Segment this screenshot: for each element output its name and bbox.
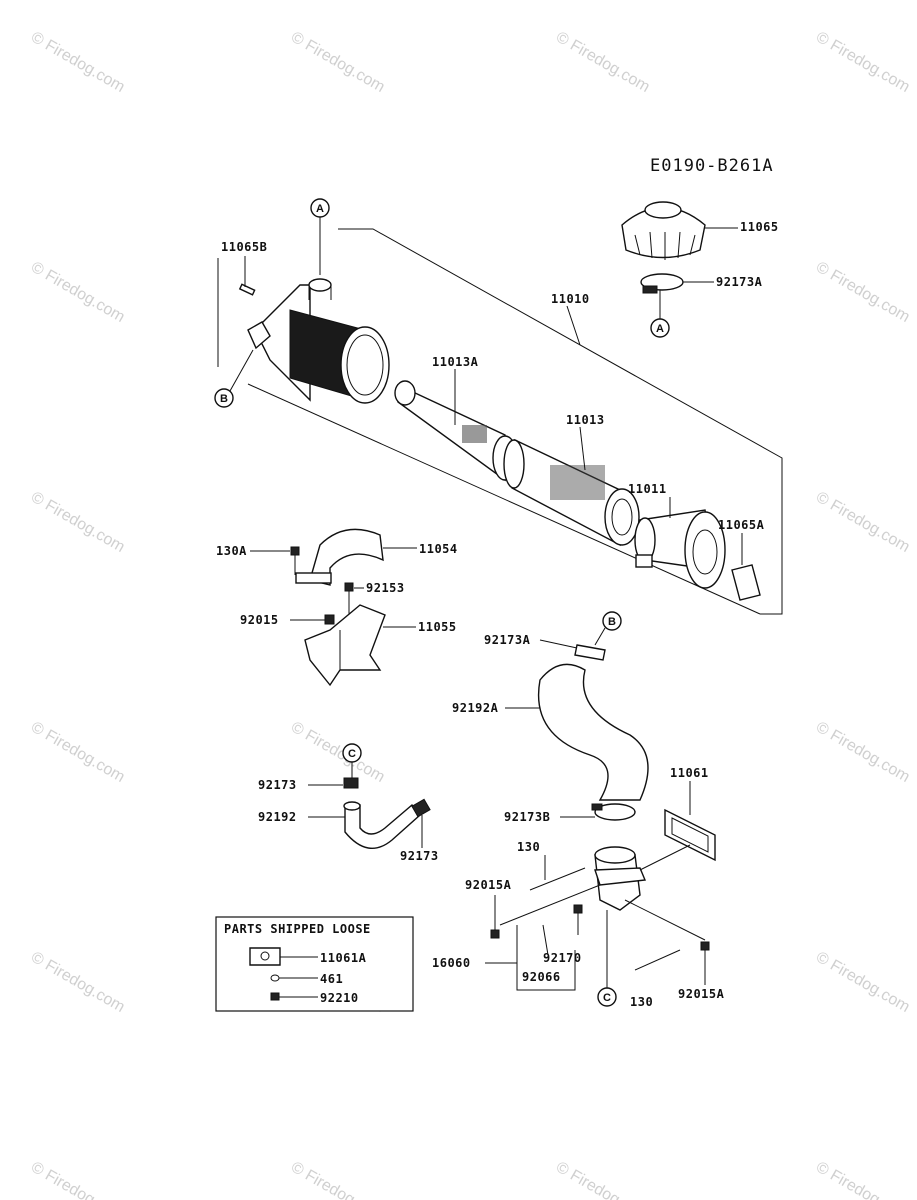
intake-manifold <box>594 846 647 911</box>
watermark: © Firedog.com <box>813 29 913 96</box>
part-label-11065: 11065 <box>740 220 779 234</box>
leader-line <box>499 884 601 926</box>
bolt-icon <box>290 546 300 575</box>
pin-icon <box>542 924 549 956</box>
watermark: © Firedog.com <box>28 949 128 1016</box>
part-label-11065a: 11065A <box>718 518 765 532</box>
part-label-92173-low: 92173 <box>400 849 439 863</box>
nut-icon <box>324 614 335 625</box>
leader-line <box>639 844 691 871</box>
watermark: © Firedog.com <box>813 489 913 556</box>
part-label-130: 130 <box>517 840 540 854</box>
outer-filter-element <box>503 438 640 547</box>
watermark: © Firedog.com <box>813 719 913 786</box>
diagram-code: E0190-B261A <box>650 156 774 176</box>
washer-icon <box>270 974 280 982</box>
watermark: © Firedog.com <box>28 1159 128 1200</box>
long-stud <box>634 949 681 971</box>
watermark: © Firedog.com <box>28 719 128 786</box>
air-cleaner-housing <box>238 278 390 404</box>
part-label-92015a-right: 92015A <box>678 987 725 1001</box>
callout-c-label: C <box>603 992 611 1004</box>
callout-a-label: A <box>656 323 664 335</box>
gasket <box>664 808 716 862</box>
part-label-92173a-mid: 92173A <box>484 633 531 647</box>
leader-line <box>485 950 576 991</box>
part-label-11061: 11061 <box>670 766 709 780</box>
bracket-strap <box>295 528 384 586</box>
watermark: © Firedog.com <box>288 1159 388 1200</box>
callout-b-circle <box>602 611 622 631</box>
evacuator-valve <box>731 564 761 601</box>
part-label-92170: 92170 <box>543 951 582 965</box>
loose-item-461: 461 <box>320 972 343 986</box>
hose-clamp-mid <box>574 644 606 661</box>
parts-shipped-loose-box: PARTS SHIPPED LOOSE 11061A 461 92210 <box>215 916 414 1012</box>
part-label-130-low: 130 <box>630 995 653 1009</box>
watermark: © Firedog.com <box>28 259 128 326</box>
hose-clamp-top <box>640 273 684 294</box>
assembly-outline-bottom <box>247 383 761 615</box>
part-label-92066: 92066 <box>522 970 561 984</box>
part-label-130a: 130A <box>216 544 247 558</box>
part-label-11013: 11013 <box>566 413 605 427</box>
watermark: © Firedog.com <box>28 489 128 556</box>
bracket-mount <box>304 604 386 687</box>
part-label-11065b: 11065B <box>221 240 267 254</box>
watermark: © Firedog.com <box>28 29 128 96</box>
watermark: © Firedog.com <box>553 1159 653 1200</box>
callout-b-label: B <box>220 393 228 405</box>
watermark: © Firedog.com <box>288 29 388 96</box>
callout-a-label: A <box>316 203 324 215</box>
part-label-92192: 92192 <box>258 810 297 824</box>
part-label-16060: 16060 <box>432 956 471 970</box>
part-label-11054: 11054 <box>419 542 458 556</box>
watermark: © Firedog.com <box>288 719 388 786</box>
nut-icon <box>700 941 710 951</box>
part-label-92015: 92015 <box>240 613 279 627</box>
small-clamp <box>343 777 359 789</box>
small-clamp <box>411 798 431 818</box>
callout-b-label: B <box>608 616 616 628</box>
stud-bolt <box>529 867 586 891</box>
watermark: © Firedog.com <box>813 259 913 326</box>
inner-filter-element <box>394 380 518 482</box>
gasket-icon <box>249 947 281 966</box>
box-title: PARTS SHIPPED LOOSE <box>224 922 371 936</box>
part-label-92173a: 92173A <box>716 275 763 289</box>
part-label-11055: 11055 <box>418 620 457 634</box>
part-label-92153: 92153 <box>366 581 405 595</box>
pre-cleaner-cap <box>621 201 706 260</box>
watermark: © Firedog.com <box>813 949 913 1016</box>
leader-line <box>229 349 254 392</box>
part-label-11013a: 11013A <box>432 355 479 369</box>
callout-c-label: C <box>348 748 356 760</box>
nut-icon <box>490 929 500 939</box>
part-label-11010: 11010 <box>551 292 590 306</box>
breather-hose <box>343 801 421 849</box>
loose-item-92210: 92210 <box>320 991 359 1005</box>
part-label-92015a-left: 92015A <box>465 878 512 892</box>
hose-clamp-low <box>591 803 636 821</box>
leader-line <box>624 899 706 941</box>
watermark: © Firedog.com <box>813 1159 913 1200</box>
bolt-icon <box>573 904 583 935</box>
part-label-92192a: 92192A <box>452 701 499 715</box>
part-label-11011: 11011 <box>628 482 667 496</box>
air-cleaner-cover <box>634 509 726 589</box>
part-label-92173b: 92173B <box>504 810 550 824</box>
leader-line <box>594 627 606 646</box>
intake-hose-elbow <box>537 663 649 801</box>
leader-line <box>539 639 578 649</box>
loose-item-11061a: 11061A <box>320 951 367 965</box>
nut-icon <box>270 992 280 1001</box>
part-label-92173: 92173 <box>258 778 297 792</box>
leader-line <box>566 305 581 346</box>
leader-line <box>579 426 586 471</box>
callout-b-circle <box>214 388 234 408</box>
assembly-outline <box>338 228 783 615</box>
watermark: © Firedog.com <box>553 29 653 96</box>
